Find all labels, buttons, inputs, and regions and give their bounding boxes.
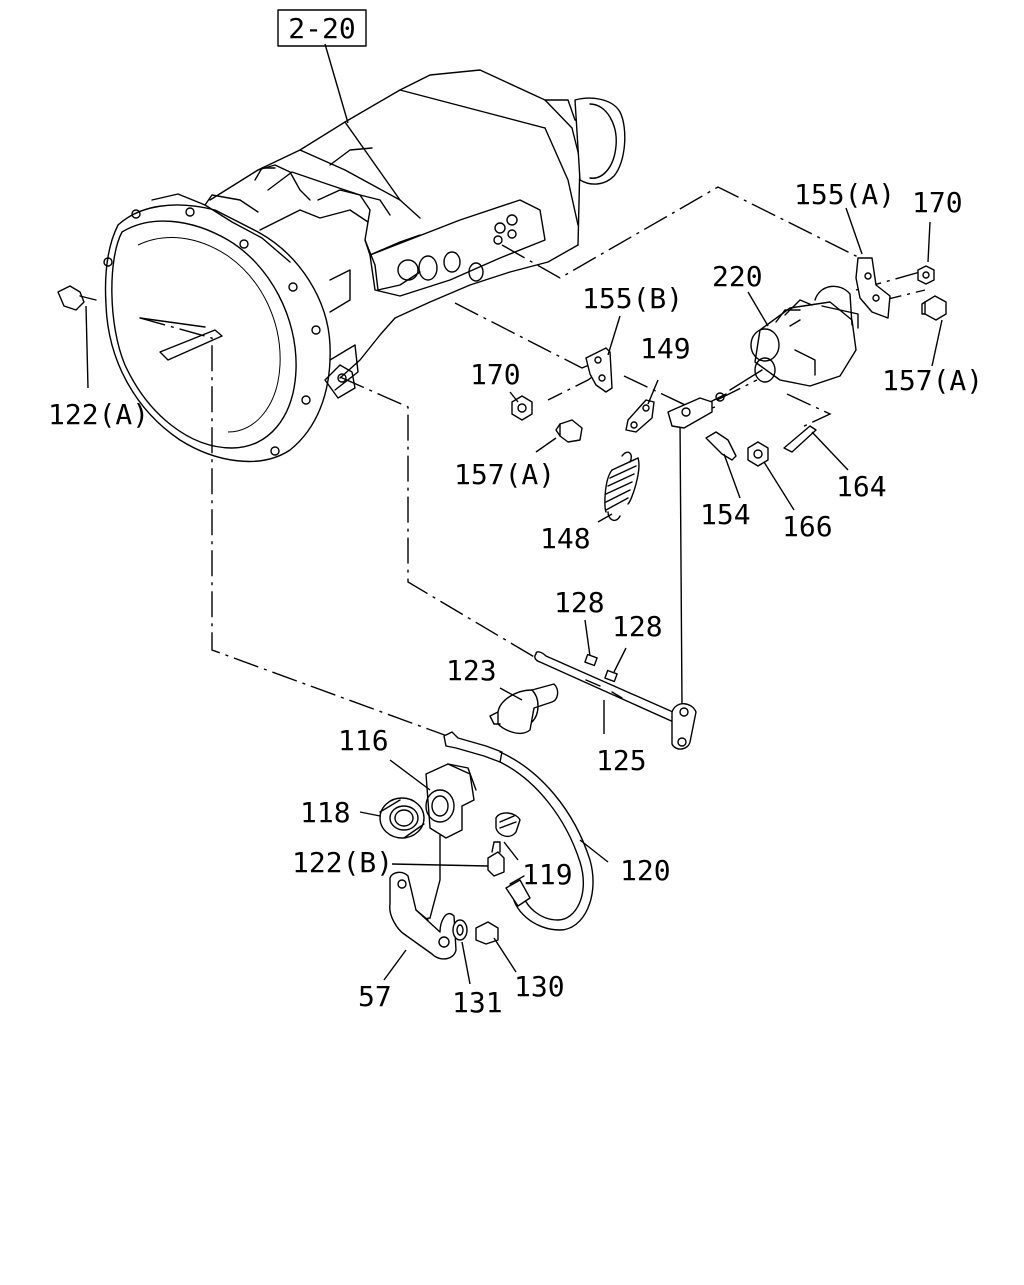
bolt-157a-left [559,419,583,443]
callout-123: 123 [446,654,497,687]
callout-155b: 155(B) [582,282,683,315]
callout-116: 116 [338,724,389,757]
clutch-actuator-220 [709,285,859,403]
callout-120: 120 [620,854,671,887]
bracket-155b [585,347,613,393]
callout-166: 166 [782,510,833,543]
callout-leaders [85,207,943,985]
washer-131 [452,919,468,941]
key-128-b [604,669,618,683]
nut-170-left [511,395,533,421]
callout-157a-left: 157(A) [454,458,555,491]
plate-149 [625,399,655,433]
callout-154: 154 [700,498,751,531]
ref-box-frame [277,9,367,47]
key-128-a [584,653,598,667]
callout-57: 57 [358,980,392,1013]
callout-157a-right: 157(A) [882,364,983,397]
callout-119: 119 [522,858,573,891]
nut-170-right [917,265,935,285]
bleeder-122a [57,285,85,311]
clip-119 [495,812,521,838]
callout-128-a: 128 [554,586,605,619]
callout-118: 118 [300,796,351,829]
ref-box: 2-20 [288,12,355,45]
bracket-155a [855,257,891,319]
callout-155a: 155(A) [794,178,895,211]
callout-170-right: 170 [912,186,963,219]
shaft-125 [534,651,697,750]
callout-labels: 155(A) 170 220 155(B) 149 170 157(A) 122… [48,178,983,1019]
bearing-118 [379,797,425,839]
hose-120 [443,731,594,931]
nut-166 [747,441,769,467]
spring-148 [604,451,640,522]
callout-149: 149 [640,332,691,365]
release-bearing-116 [425,763,477,839]
pin-154 [705,431,737,461]
release-fork-57 [389,871,457,960]
callout-164: 164 [836,470,887,503]
cotter-pin-164 [783,425,817,453]
callout-220: 220 [712,260,763,293]
bolt-157a-right [924,295,947,321]
bushing-123 [489,683,559,734]
transmission-assembly [103,69,626,463]
callout-170-left: 170 [470,358,521,391]
callout-122b: 122(B) [292,846,393,879]
callout-148: 148 [540,522,591,555]
bolt-130 [475,921,499,945]
bleeder-122b [487,851,505,877]
callout-122a: 122(A) [48,398,149,431]
callout-128-b: 128 [612,610,663,643]
callout-131: 131 [452,986,503,1019]
callout-125: 125 [596,744,647,777]
callout-130: 130 [514,970,565,1003]
